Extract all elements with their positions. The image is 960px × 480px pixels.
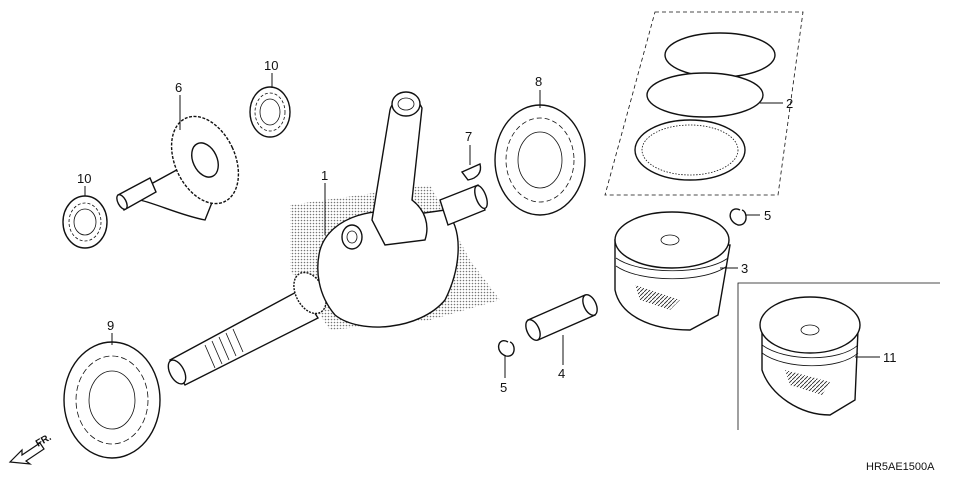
piston-ring-set[interactable]	[604, 11, 804, 196]
label-part-11[interactable]: 11	[883, 350, 897, 365]
balancer-shaft[interactable]	[115, 106, 252, 221]
bearing-balls	[75, 355, 149, 445]
front-label: FR.	[34, 432, 54, 450]
bearing-outer-ring	[63, 341, 161, 459]
piston-pin[interactable]	[523, 292, 600, 342]
bearing-8[interactable]	[494, 104, 586, 216]
crankshaft-assembly[interactable]	[165, 91, 500, 387]
part-labels: 1 2 3 4 5 5 6 7 8 9 10 10 11	[77, 58, 897, 395]
leader-lines	[84, 73, 880, 378]
bearing-balls	[68, 202, 102, 242]
circlip-upper[interactable]	[729, 208, 747, 226]
bearing-balls	[254, 92, 286, 132]
label-part-1[interactable]: 1	[321, 168, 328, 183]
label-part-10-lower[interactable]: 10	[77, 171, 91, 186]
label-part-5-lower[interactable]: 5	[500, 380, 507, 395]
piston-crown-valve	[660, 234, 680, 246]
bearing-9[interactable]	[63, 341, 161, 459]
piston-ring-grooves	[615, 257, 729, 280]
piston-skirt-hatch	[635, 285, 680, 310]
optional-piston-crown-valve	[800, 324, 820, 336]
label-part-7[interactable]: 7	[465, 129, 472, 144]
circlip-lower[interactable]	[498, 340, 515, 357]
crankshaft-splines	[204, 328, 244, 369]
inset-frame	[737, 282, 940, 430]
label-part-10-upper[interactable]: 10	[264, 58, 278, 73]
connecting-rod	[371, 97, 428, 246]
label-part-3[interactable]: 3	[741, 261, 748, 276]
top-ring	[664, 32, 776, 78]
label-part-6[interactable]: 6	[175, 80, 182, 95]
optional-piston[interactable]	[759, 296, 861, 416]
optional-piston-grooves	[761, 344, 859, 367]
connecting-rod-small-end	[391, 91, 421, 117]
balancer-gear-hub	[191, 142, 219, 178]
oil-ring-inner	[641, 124, 739, 176]
piston-pin-far-end	[582, 294, 598, 316]
bearing-balls	[505, 117, 575, 203]
label-part-2[interactable]: 2	[786, 96, 793, 111]
bearing-outer-ring	[62, 195, 108, 249]
crankshaft-web-hole	[341, 224, 363, 250]
connecting-rod-small-end-bore	[397, 97, 415, 111]
crankshaft-shaft	[169, 289, 320, 386]
label-part-8[interactable]: 8	[535, 74, 542, 89]
label-part-5-upper[interactable]: 5	[764, 208, 771, 223]
bearing-outer-ring	[249, 86, 291, 138]
oil-ring	[634, 119, 746, 181]
bearing-outer-ring	[494, 104, 586, 216]
label-part-9[interactable]: 9	[107, 318, 114, 333]
piston[interactable]	[614, 211, 731, 331]
crankshaft-web-hole-inner	[346, 230, 358, 244]
bearing-inner-ring	[88, 370, 136, 430]
bearing-10-lower[interactable]	[62, 195, 108, 249]
woodruff-key[interactable]	[460, 163, 482, 181]
crankshaft-right-stub-end	[474, 184, 488, 210]
bearing-inner-ring	[73, 208, 97, 236]
bearing-inner-ring	[517, 131, 563, 189]
optional-piston-hatch	[785, 370, 830, 395]
front-direction-indicator: FR.	[8, 432, 54, 465]
second-ring	[646, 72, 764, 118]
ring-set-frame	[604, 11, 804, 196]
bearing-inner-ring	[259, 98, 281, 126]
piston-crown	[614, 211, 730, 269]
optional-piston-inset	[737, 282, 940, 430]
balancer-shaft-end	[116, 193, 128, 211]
piston-pin-end	[525, 319, 541, 341]
front-arrow-icon	[8, 442, 45, 465]
bearing-10-upper[interactable]	[249, 86, 291, 138]
diagram-code: HR5AE1500A	[866, 461, 935, 473]
label-part-4[interactable]: 4	[558, 366, 565, 381]
crankshaft-shaft-end	[167, 359, 187, 385]
crankshaft-right-stub	[439, 184, 486, 226]
